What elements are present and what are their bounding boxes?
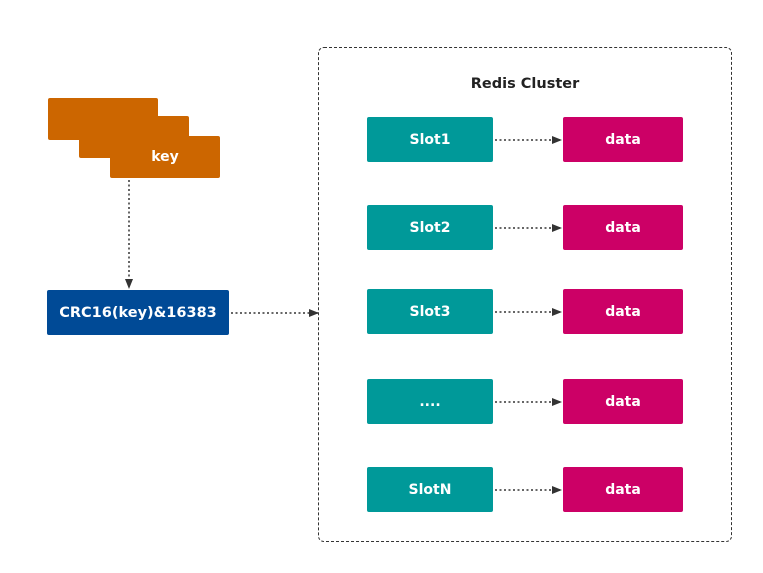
data-label: data [605, 393, 641, 410]
slot-box-3: Slot3 [367, 289, 493, 334]
slot-label: Slot3 [409, 303, 451, 320]
data-label: data [605, 131, 641, 148]
data-box-n: data [563, 467, 683, 512]
data-label: data [605, 481, 641, 498]
redis-cluster-title: Redis Cluster [470, 76, 580, 92]
hash-function-label: CRC16(key)&16383 [59, 304, 217, 321]
data-label: data [605, 219, 641, 236]
slot-label: SlotN [408, 481, 452, 498]
hash-function-box: CRC16(key)&16383 [47, 290, 229, 335]
slot-box-n: SlotN [367, 467, 493, 512]
slot-label: Slot1 [409, 131, 451, 148]
data-box-1: data [563, 117, 683, 162]
slot-box-2: Slot2 [367, 205, 493, 250]
key-card-front: key [110, 136, 220, 178]
redis-cluster-container [318, 47, 732, 542]
key-label: key [151, 149, 179, 165]
slot-box-ellipsis: .... [367, 379, 493, 424]
data-box-4: data [563, 379, 683, 424]
slot-label: .... [419, 393, 441, 410]
slot-label: Slot2 [409, 219, 451, 236]
data-label: data [605, 303, 641, 320]
data-box-3: data [563, 289, 683, 334]
data-box-2: data [563, 205, 683, 250]
slot-box-1: Slot1 [367, 117, 493, 162]
